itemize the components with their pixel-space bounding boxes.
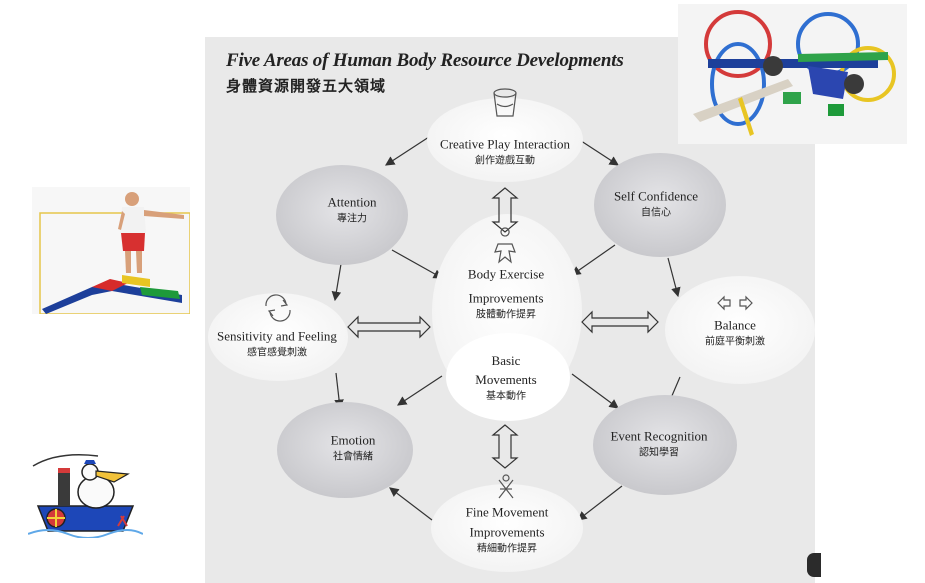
node-basic-movements <box>446 333 570 421</box>
node-balance <box>665 276 815 384</box>
arrow-attention-sensitivity <box>331 263 342 302</box>
event-recognition-label: Event Recognition 認知學習 <box>610 428 708 459</box>
balance-label: Balance 前庭平衡刺激 <box>705 317 765 348</box>
child-balance-beam-photo <box>32 187 190 314</box>
creative-play-label: Creative Play Interaction 創作遊戲互動 <box>440 136 570 167</box>
arrow-creative-attention <box>384 134 433 166</box>
attention-label: Attention 專注力 <box>327 194 377 225</box>
arrow-sensitivity-emotion <box>334 372 344 410</box>
diagram-subtitle: 身體資源開發五大領域 <box>226 79 387 95</box>
page-corner-tab <box>807 553 821 577</box>
gingerbread-figure-icon <box>494 227 516 264</box>
node-attention <box>276 165 408 265</box>
double-arrow-sensitivity-body <box>347 315 431 339</box>
bucket-icon <box>493 88 517 117</box>
arrow-basic-emotion <box>396 375 443 406</box>
node-self-confidence <box>594 153 726 257</box>
sensitivity-label: Sensitivity and Feeling 感官感覺刺激 <box>217 328 337 359</box>
fine-movement-label: Fine Movement Improvements 精細動作提昇 <box>465 504 549 555</box>
double-arrow-creative-body <box>491 187 519 233</box>
node-creative-play <box>427 98 583 182</box>
arrow-fine-emotion <box>389 487 433 521</box>
arrow-basic-event <box>571 373 619 409</box>
arrow-attention-body <box>391 249 444 279</box>
double-arrow-basic-fine <box>491 424 519 469</box>
body-exercise-label: Body Exercise Improvements 肢體動作提昇 <box>467 266 545 321</box>
pelican-ship-mascot <box>28 446 143 538</box>
arrow-confidence-balance <box>667 257 681 298</box>
children-play-hoops-photo <box>678 4 907 144</box>
node-fine-movement <box>431 484 583 572</box>
self-confidence-label: Self Confidence 自信心 <box>613 188 699 219</box>
arrow-event-fine <box>577 485 623 521</box>
node-sensitivity <box>208 293 348 381</box>
crossed-figure-icon <box>498 474 514 499</box>
emotion-label: Emotion 社會情緒 <box>330 432 376 463</box>
left-right-arrows-icon <box>717 295 753 311</box>
node-emotion <box>277 402 413 498</box>
basic-movements-label: Basic Movements 基本動作 <box>475 353 537 402</box>
double-arrow-body-balance <box>581 310 659 334</box>
arrow-confidence-body <box>571 244 616 276</box>
node-event-recognition <box>593 395 737 495</box>
diagram-title: Five Areas of Human Body Resource Develo… <box>226 50 624 71</box>
cycle-arrows-icon <box>265 294 291 322</box>
